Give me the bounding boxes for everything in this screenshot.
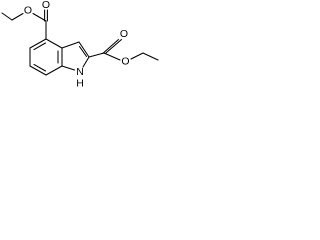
bond-c3a-c3 [61, 41, 80, 49]
atom-label-carbonyl-oxygen-c4: O [42, 0, 50, 11]
bond-c7-c7a [45, 65, 63, 76]
ester-group-c2 [88, 38, 159, 61]
bond-c3a-c4 [45, 38, 63, 49]
bond-c6-c7 [29, 65, 47, 76]
bond-carbonyl-c-o-double-b [104, 38, 123, 55]
ester-group-c4 [1, 9, 48, 40]
atom-label-nh-hydrogen: H [76, 78, 84, 90]
bond-c2-n1 [82, 56, 90, 68]
ethyl-indole-dicarboxylate-structure: O O O O N H [1, 0, 159, 90]
bond-ch2-ch3 [142, 52, 159, 61]
bond-carbonyl-c-o-double-a [102, 38, 120, 55]
bond-carbonyl-c-ether-o [103, 52, 121, 61]
atom-label-carbonyl-oxygen-c2: O [120, 28, 128, 40]
bond-ch2-ch3 [1, 12, 13, 21]
bond-c2-carbonyl-c [88, 52, 105, 58]
bond-c3-c2-inner [78, 45, 88, 58]
bond-n1-c7a [61, 65, 76, 71]
bond-c4-c5-inner [33, 42, 47, 51]
bond-ether-o-ch2 [11, 12, 24, 21]
bond-c4-c5 [29, 38, 47, 49]
bond-c3-c2 [78, 41, 90, 58]
bond-carbonyl-c-ether-o [32, 12, 47, 22]
pyrrole-ring [61, 41, 90, 71]
bond-ether-o-ch2 [130, 52, 144, 60]
atom-label-ether-oxygen-c2: O [121, 56, 129, 68]
atom-label-ether-oxygen-c4: O [24, 5, 32, 17]
bond-c6-c7-inner [33, 63, 47, 72]
benzene-ring [29, 38, 63, 76]
atom-label-indole-nitrogen: N [76, 66, 84, 78]
